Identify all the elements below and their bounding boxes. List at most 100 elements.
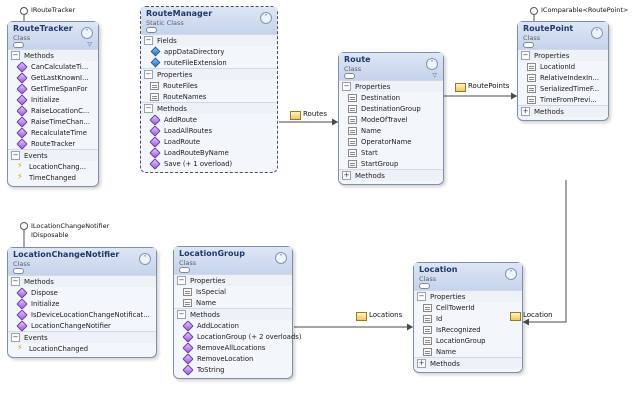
member-prop[interactable]: Name [339,125,443,136]
member-method[interactable]: RemoveLocation [174,352,292,365]
collapse-icon[interactable]: − [11,151,20,160]
member-prop[interactable]: RouteNames [141,91,277,102]
collapse-chevron-icon[interactable]: ˄ [426,58,438,70]
expand-icon[interactable]: + [342,171,351,180]
section-header-properties[interactable]: −Properties [339,80,443,92]
member-prop[interactable]: LocationGroup [414,335,522,346]
collapse-icon[interactable]: − [11,333,20,342]
expand-icon[interactable]: + [521,107,530,116]
collapse-chevron-icon[interactable]: ˄ [260,12,272,24]
member-method[interactable]: IsDeviceLocationChangeNotificat... [8,308,156,321]
collapse-icon[interactable]: − [177,310,186,319]
member-method[interactable]: LoadRouteByName [141,146,277,159]
routepoints-arrowhead [511,92,517,100]
member-method[interactable]: AddLocation [174,319,292,332]
location-association-label[interactable]: Location [523,311,553,319]
member-prop[interactable]: ModeOfTravel [339,114,443,125]
member-prop[interactable]: Name [174,297,292,308]
section-header-fields[interactable]: −Fields [141,34,277,46]
collapse-icon[interactable]: − [144,104,153,113]
collapse-icon[interactable]: − [11,51,20,60]
section-header-methods[interactable]: −Methods [174,308,292,320]
section-header-properties[interactable]: −Properties [518,49,608,61]
member-method[interactable]: RaiseTimeChan... [8,115,98,128]
member-method[interactable]: LoadRoute [141,135,277,148]
collapse-icon[interactable]: − [11,277,20,286]
member-prop[interactable]: Name [414,346,522,357]
collapse-chevron-icon[interactable]: ˄ [275,252,287,264]
locations-association-label[interactable]: Locations [369,311,403,319]
collapse-icon[interactable]: − [417,292,426,301]
collapse-chevron-icon[interactable]: ˄ [81,27,93,39]
routepoints-association-label[interactable]: RoutePoints [468,82,510,90]
section-header-properties[interactable]: −Properties [174,274,292,286]
member-name: LocationChanged [29,344,89,353]
member-method[interactable]: RemoveAllLocations [174,341,292,354]
member-event[interactable]: TimeChanged [8,172,98,183]
section-header-methods[interactable]: −Methods [141,102,277,114]
member-method[interactable]: LocationGroup (+ 2 overloads) [174,330,301,343]
member-method[interactable]: Dispose [8,286,156,299]
expand-icon[interactable]: + [417,359,426,368]
member-method[interactable]: Initialize [8,93,98,106]
member-field[interactable]: routeFileExtension [141,57,277,68]
collapse-icon[interactable]: − [521,51,530,60]
member-field[interactable]: appDataDirectory [141,46,277,57]
member-prop[interactable]: OperatorName [339,136,443,147]
member-method[interactable]: LocationChangeNotifier [8,319,156,332]
member-prop[interactable]: IsRecognized [414,324,522,335]
member-event[interactable]: LocationChang... [8,161,98,172]
collapse-chevron-icon[interactable]: ˄ [505,268,517,280]
routes-association-label[interactable]: Routes [303,110,327,118]
member-prop[interactable]: Start [339,147,443,158]
collapse-icon[interactable]: − [144,70,153,79]
filter-icon[interactable]: ▽ [432,72,437,79]
section-header-methods[interactable]: −Methods [8,275,156,287]
section-header-methods[interactable]: −Methods [8,49,98,61]
filter-icon[interactable]: ▽ [87,41,92,48]
member-event[interactable]: LocationChanged [8,343,156,354]
member-prop[interactable]: LocationId [518,61,608,72]
member-method[interactable]: CanCalculateTi... [8,60,98,73]
member-prop[interactable]: StartGroup [339,158,443,169]
collapse-icon[interactable]: − [144,36,153,45]
member-method[interactable]: LoadAllRoutes [141,124,277,137]
section-header-properties[interactable]: −Properties [141,68,277,80]
member-prop[interactable]: RelativeIndexIn... [518,72,608,83]
member-prop[interactable]: DestinationGroup [339,103,443,114]
section-header-properties[interactable]: −Properties [414,290,522,302]
section-header-events[interactable]: −Events [8,331,156,343]
member-prop[interactable]: CellTowerId [414,302,522,313]
member-prop[interactable]: Destination [339,92,443,103]
member-prop[interactable]: TimeFromPrevi... [518,94,608,105]
collapse-icon[interactable]: − [342,82,351,91]
member-prop[interactable]: Id [414,313,522,324]
member-prop[interactable]: RouteFiles [141,80,277,91]
collapse-chevron-icon[interactable]: ˄ [139,253,151,265]
section-header-events[interactable]: −Events [8,149,98,161]
member-method[interactable]: RecalculateTime [8,126,98,139]
collapse-icon[interactable]: − [177,276,186,285]
location-association-line[interactable] [523,180,567,323]
member-method[interactable]: RaiseLocationC... [8,104,98,117]
member-method[interactable]: AddRoute [141,113,277,126]
member-method[interactable]: Initialize [8,297,156,310]
member-prop[interactable]: SerializedTimeF... [518,83,608,94]
section-header-methods[interactable]: +Methods [518,105,608,117]
collapse-chevron-icon[interactable]: ˄ [591,27,603,39]
section-header-methods[interactable]: +Methods [339,169,443,181]
member-method[interactable]: Save (+ 1 overload) [141,157,277,170]
section-header-methods[interactable]: +Methods [414,357,522,369]
member-prop[interactable]: IsSpecial [174,286,292,297]
member-method[interactable]: GetTimeSpanFor [8,82,98,95]
member-method[interactable]: GetLastKnownI... [8,71,98,84]
member-method[interactable]: ToString [174,363,292,376]
member-method[interactable]: RouteTracker [8,137,98,150]
